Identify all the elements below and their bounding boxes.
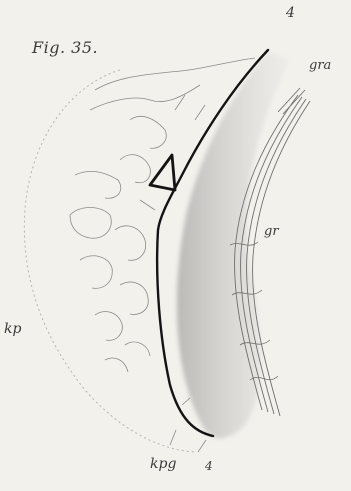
gra-fibres: [278, 88, 305, 114]
capsule-outline: [24, 70, 195, 452]
label-4-top: 4: [286, 6, 295, 20]
triangle-node: [150, 155, 175, 190]
label-gra: gra: [309, 59, 331, 72]
label-kp: kp: [4, 322, 21, 336]
label-4-bottom: 4: [205, 460, 213, 472]
shaded-band: [177, 52, 290, 438]
label-kpg: kpg: [150, 457, 176, 471]
figure-title: Fig. 35.: [32, 40, 98, 56]
label-gr: gr: [264, 225, 279, 238]
